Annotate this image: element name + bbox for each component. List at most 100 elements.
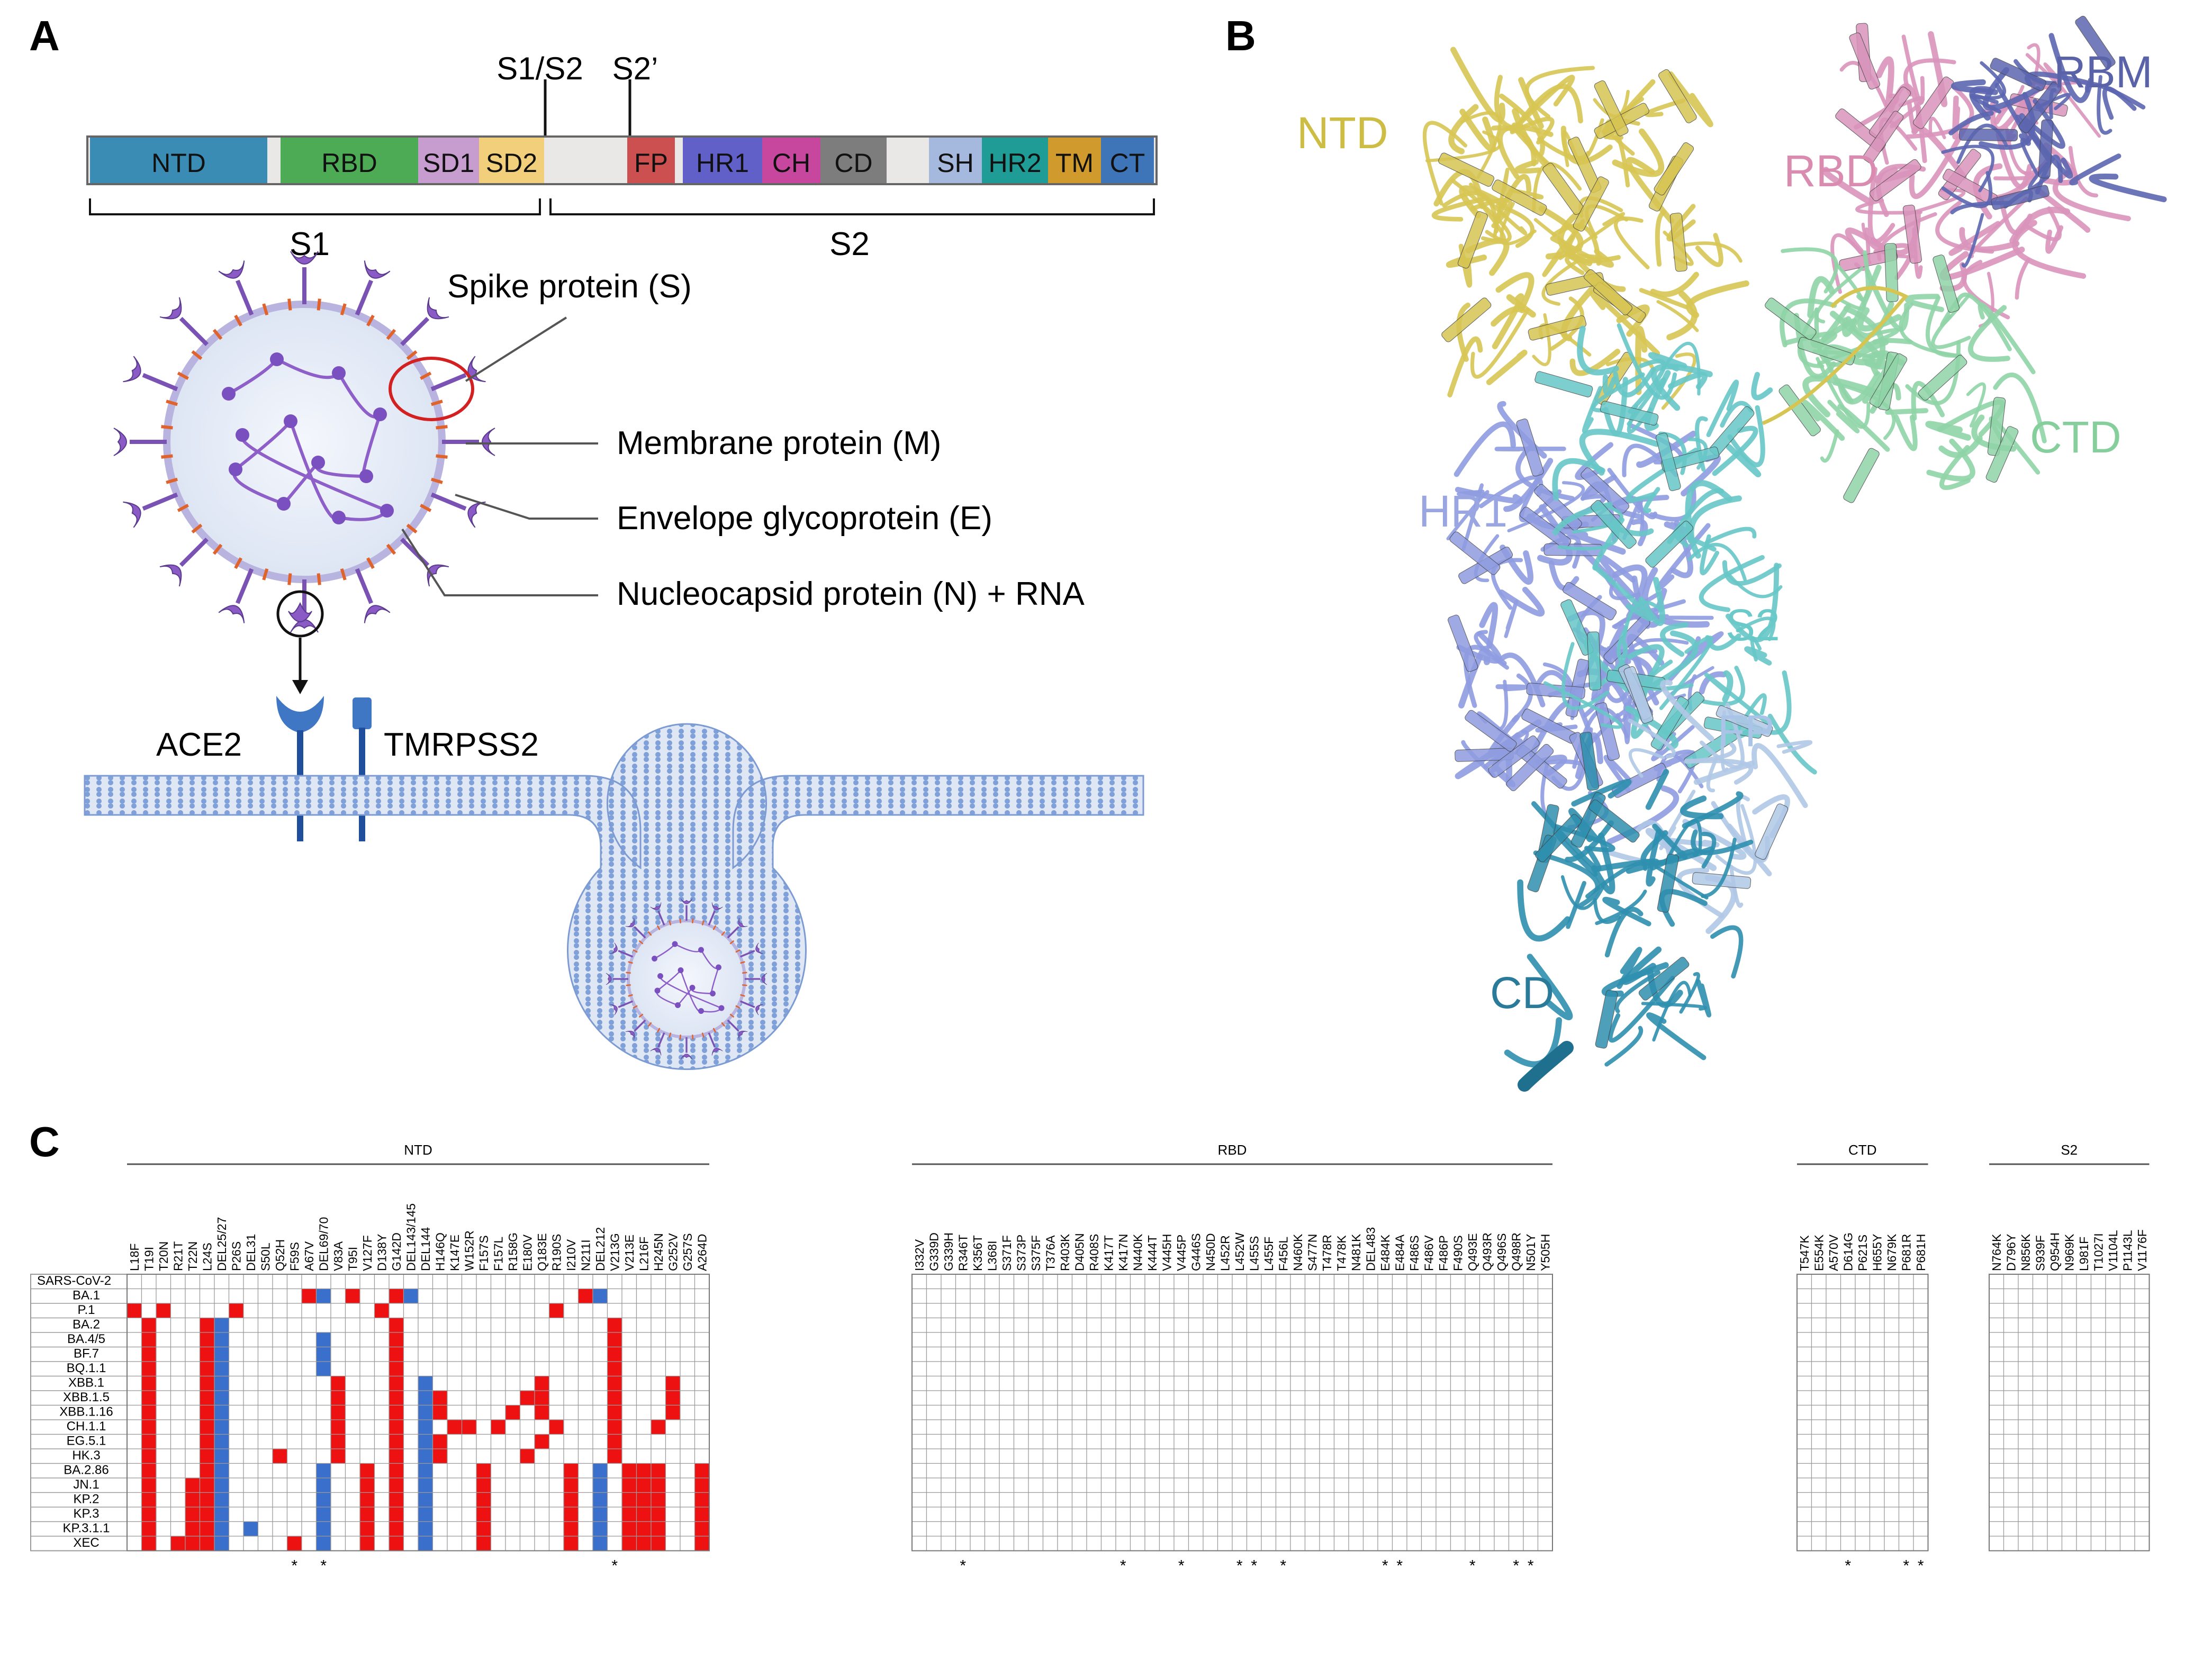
- heatmap-cell: [1057, 1448, 1073, 1464]
- heatmap-cell: [199, 1536, 215, 1552]
- heatmap-cell: [127, 1317, 142, 1333]
- heatmap-cell: [1086, 1536, 1102, 1552]
- heatmap-cell: [2134, 1536, 2150, 1552]
- heatmap-cell: [984, 1332, 1000, 1348]
- heatmap-cell: [2076, 1507, 2092, 1522]
- heatmap-cell: [665, 1332, 681, 1348]
- heatmap-cell: [1421, 1492, 1437, 1508]
- heatmap-cell: [301, 1521, 317, 1537]
- domain-sh: [929, 138, 982, 183]
- heatmap-cell: [2076, 1390, 2092, 1406]
- mutation-label: V1176F: [2135, 1229, 2149, 1271]
- heatmap-cell: [955, 1332, 971, 1348]
- heatmap-cell: [156, 1536, 171, 1552]
- heatmap-cell: [1855, 1521, 1871, 1537]
- heatmap-cell: [694, 1375, 710, 1391]
- heatmap-cell: [1115, 1507, 1131, 1522]
- heatmap-cell: [1523, 1332, 1539, 1348]
- heatmap-cell: [1796, 1434, 1812, 1449]
- heatmap-cell: [607, 1419, 622, 1435]
- heatmap-cell: [490, 1404, 506, 1420]
- heatmap-cell: [1246, 1477, 1262, 1493]
- heatmap-cell: [1100, 1346, 1116, 1362]
- heatmap-cell: [418, 1346, 434, 1362]
- heatmap-cell: [694, 1404, 710, 1420]
- heatmap-cell: [1028, 1521, 1044, 1537]
- spike-highlight-ring: [389, 357, 474, 421]
- mutation-label: H146Q: [433, 1232, 447, 1271]
- heatmap-cell: [1796, 1463, 1812, 1479]
- mutation-label: F486S: [1407, 1235, 1421, 1271]
- heatmap-cell: [432, 1419, 448, 1435]
- heatmap-cell: [941, 1303, 956, 1319]
- heatmap-cell: [1042, 1507, 1058, 1522]
- heatmap-cell: [1884, 1521, 1900, 1537]
- heatmap-cell: [1840, 1463, 1856, 1479]
- mutation-label: G339H: [942, 1232, 955, 1271]
- heatmap-cell: [1362, 1303, 1378, 1319]
- heatmap-cell: [941, 1434, 956, 1449]
- variant-label: P.1: [78, 1303, 95, 1317]
- heatmap-cell: [2076, 1375, 2092, 1391]
- heatmap-cell: [1913, 1404, 1929, 1420]
- heatmap-cell: [1013, 1317, 1029, 1333]
- heatmap-cell: [403, 1507, 419, 1522]
- heatmap-cell: [941, 1317, 956, 1333]
- heatmap-cell: [2119, 1463, 2135, 1479]
- heatmap-cell: [272, 1536, 288, 1552]
- heatmap-cell: [2061, 1375, 2077, 1391]
- heatmap-cell: [651, 1361, 666, 1377]
- heatmap-cell: [1057, 1317, 1073, 1333]
- region-label-s2: S2: [2061, 1142, 2078, 1158]
- heatmap-cell: [1013, 1434, 1029, 1449]
- heatmap-cell: [1261, 1390, 1277, 1406]
- heatmap-cell: [1362, 1463, 1378, 1479]
- variant-label: CH.1.1: [67, 1419, 106, 1434]
- heatmap-cell: [2105, 1274, 2121, 1290]
- heatmap-cell: [1362, 1419, 1378, 1435]
- heatmap-cell: [1203, 1346, 1218, 1362]
- heatmap-cell: [1392, 1346, 1407, 1362]
- heatmap-cell: [1173, 1390, 1189, 1406]
- heatmap-cell: [984, 1375, 1000, 1391]
- heatmap-cell: [1435, 1419, 1451, 1435]
- heatmap-cell: [984, 1477, 1000, 1493]
- heatmap-cell: [1115, 1419, 1131, 1435]
- heatmap-cell: [984, 1303, 1000, 1319]
- heatmap-cell: [548, 1288, 564, 1304]
- heatmap-cell: [1304, 1317, 1320, 1333]
- heatmap-cell: [374, 1492, 390, 1508]
- heatmap-cell: [2105, 1521, 2121, 1537]
- heatmap-cell: [286, 1288, 302, 1304]
- heatmap-cell: [243, 1404, 259, 1420]
- heatmap-cell: [1246, 1448, 1262, 1464]
- heatmap-cell: [432, 1404, 448, 1420]
- heatmap-cell: [301, 1404, 317, 1420]
- heatmap-cell: [490, 1419, 506, 1435]
- heatmap-cell: [1071, 1492, 1087, 1508]
- mutation-label: A67V: [302, 1241, 316, 1271]
- heatmap-cell: [1435, 1317, 1451, 1333]
- heatmap-cell: [1869, 1536, 1885, 1552]
- heatmap-cell: [563, 1477, 579, 1493]
- heatmap-cell: [185, 1492, 201, 1508]
- heatmap-cell: [1290, 1404, 1306, 1420]
- heatmap-cell: [592, 1492, 608, 1508]
- heatmap-cell: [1494, 1492, 1510, 1508]
- heatmap-cell: [1869, 1521, 1885, 1537]
- heatmap-cell: [228, 1536, 244, 1552]
- heatmap-cell: [243, 1419, 259, 1435]
- heatmap-cell: [636, 1303, 652, 1319]
- heatmap-cell: [461, 1463, 477, 1479]
- heatmap-cell: [970, 1434, 986, 1449]
- heatmap-cell: [1377, 1536, 1393, 1552]
- heatmap-cell: [1884, 1375, 1900, 1391]
- heatmap-cell: [1290, 1288, 1306, 1304]
- heatmap-cell: [1144, 1536, 1160, 1552]
- heatmap-cell: [1450, 1521, 1466, 1537]
- heatmap-cell: [1013, 1404, 1029, 1420]
- heatmap-cell: [1275, 1463, 1291, 1479]
- heatmap-cell: [1144, 1317, 1160, 1333]
- heatmap-cell: [1013, 1332, 1029, 1348]
